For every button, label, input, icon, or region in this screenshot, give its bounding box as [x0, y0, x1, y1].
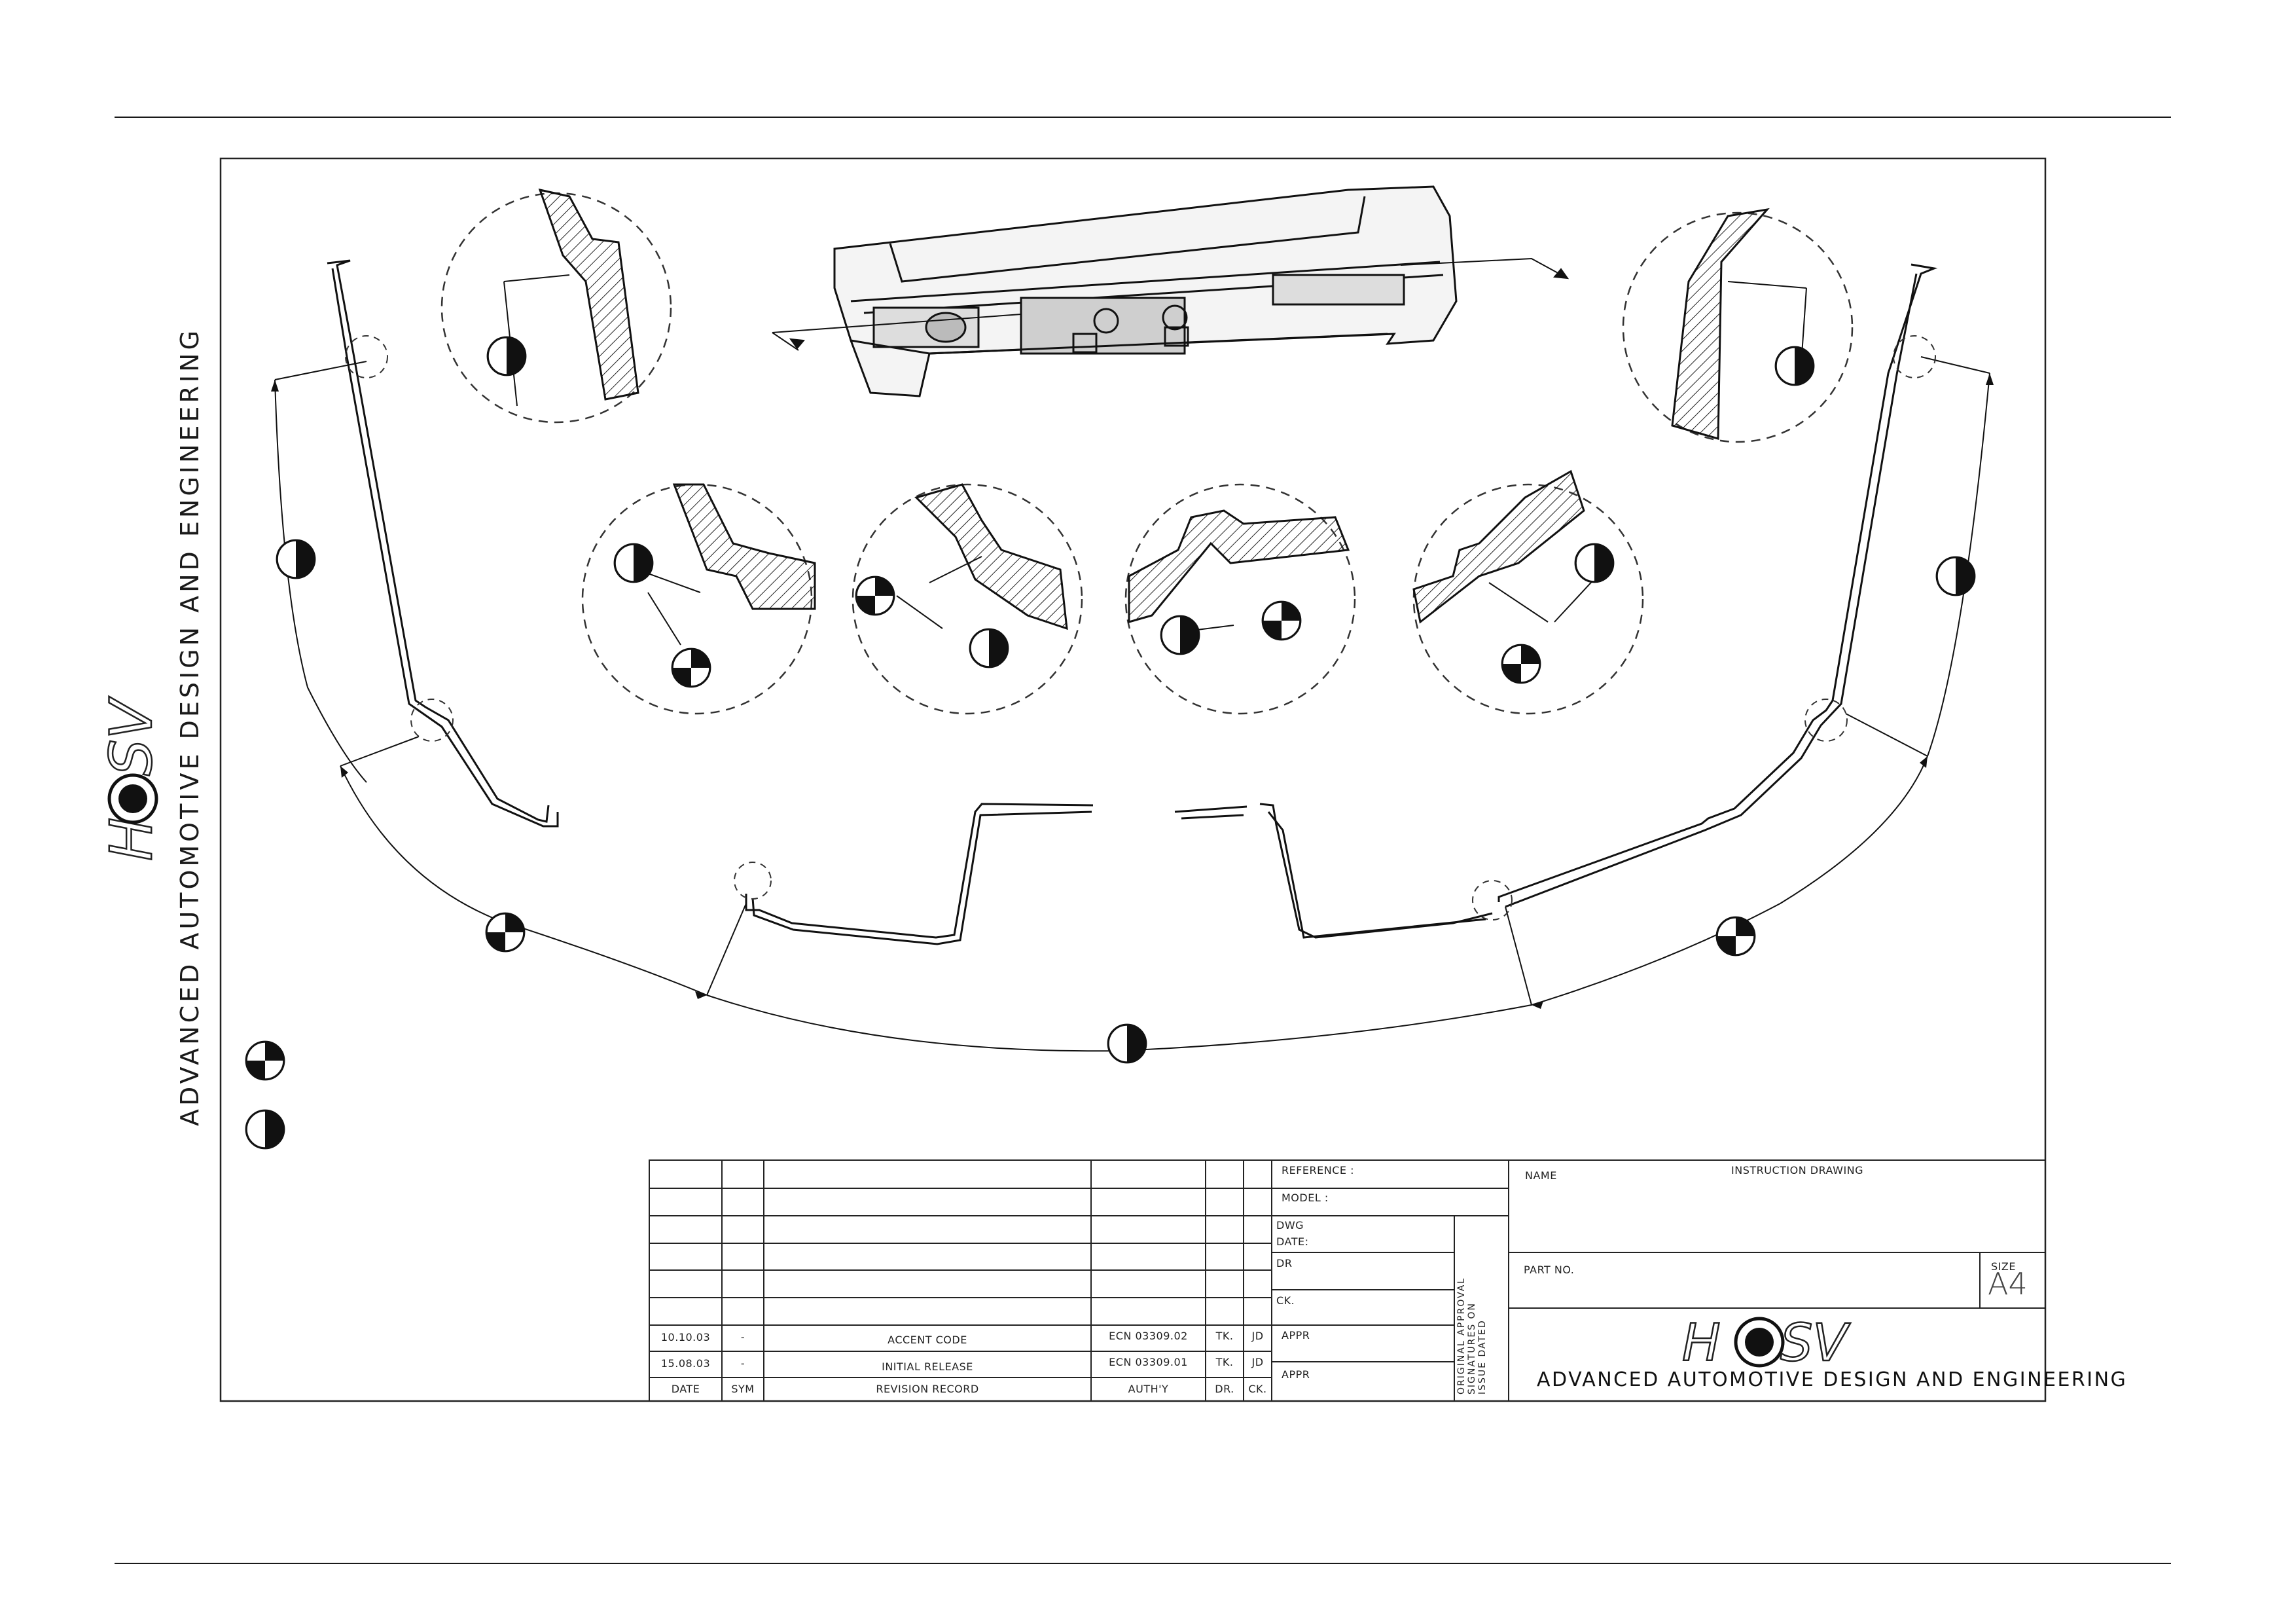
- revision-auth: ECN 03309.01: [1109, 1356, 1188, 1368]
- company-name-vertical: ADVANCED AUTOMOTIVE DESIGN AND ENGINEERI…: [175, 327, 204, 1126]
- dwg-label: DWG: [1276, 1219, 1304, 1231]
- svg-text:SV: SV: [1780, 1314, 1851, 1373]
- datum-half-symbol: [1935, 556, 1976, 596]
- approval-note-line: SIGNATURES ON: [1467, 1302, 1477, 1395]
- datum-half-symbol: [1574, 543, 1615, 583]
- detail-callout-circles: [345, 335, 1936, 921]
- dr-label: DR: [1276, 1257, 1293, 1269]
- datum-half-symbol: [276, 539, 316, 579]
- revision-date: 15.08.03: [660, 1357, 711, 1370]
- approval-note-line: ORIGINAL APPROVAL: [1456, 1277, 1467, 1395]
- company-name-title-block: ADVANCED AUTOMOTIVE DESIGN AND ENGINEERI…: [1537, 1368, 2128, 1391]
- revision-date: 10.10.03: [660, 1331, 711, 1343]
- revision-ck: JD: [1251, 1330, 1264, 1342]
- revision-dr: TK.: [1215, 1356, 1234, 1368]
- revision-sym: -: [740, 1357, 745, 1370]
- approval-note-line: ISSUE DATED: [1477, 1319, 1488, 1395]
- appr-label-2: APPR: [1282, 1368, 1310, 1381]
- datum-half-symbol: [613, 543, 654, 583]
- appr-label-1: APPR: [1282, 1329, 1310, 1341]
- header-ck: CK.: [1248, 1383, 1267, 1395]
- datum-half-symbol: [1107, 1023, 1147, 1064]
- ck-label: CK.: [1276, 1294, 1295, 1307]
- header-date: DATE: [671, 1383, 700, 1395]
- date-label: DATE:: [1276, 1235, 1309, 1248]
- reference-label: REFERENCE :: [1282, 1164, 1354, 1176]
- revision-record: INITIAL RELEASE: [882, 1360, 973, 1373]
- left-panel-profile: [327, 259, 559, 828]
- model-label: MODEL :: [1282, 1192, 1329, 1204]
- size-label: SIZE: [1991, 1260, 2016, 1273]
- datum-quad-symbol: [245, 1040, 285, 1081]
- top-rule: [115, 117, 2171, 118]
- datum-quad-symbol: [1715, 916, 1756, 957]
- hsv-logo-title-block: H SV: [1681, 1313, 1852, 1374]
- datum-half-symbol: [486, 336, 527, 376]
- svg-text:H: H: [98, 818, 165, 861]
- header-dr: DR.: [1215, 1383, 1234, 1395]
- datum-half-symbol: [245, 1109, 285, 1150]
- right-panel-profile: [1498, 263, 1938, 908]
- detail-leader-lines: [503, 274, 1807, 646]
- bumper-leader-arrows: [772, 257, 1570, 351]
- revision-auth: ECN 03309.02: [1109, 1330, 1188, 1342]
- revision-record: ACCENT CODE: [888, 1334, 967, 1346]
- bottom-panel-profile: [745, 803, 1493, 945]
- part-no-label: PART NO.: [1524, 1264, 1575, 1276]
- bottom-rule: [115, 1563, 2171, 1564]
- svg-text:H: H: [1682, 1314, 1721, 1373]
- header-auth: AUTH'Y: [1128, 1383, 1169, 1395]
- rear-bumper-illustration: [833, 185, 1458, 397]
- datum-half-symbol: [969, 628, 1009, 668]
- datum-quad-symbol: [671, 647, 711, 688]
- datum-quad-symbol: [855, 575, 895, 616]
- size-value: A4: [1988, 1266, 2028, 1302]
- datum-quad-symbol: [1261, 600, 1302, 641]
- name-value: INSTRUCTION DRAWING: [1731, 1164, 1864, 1176]
- detail-hatched-sections: [538, 188, 1770, 630]
- revision-ck: JD: [1251, 1356, 1264, 1368]
- svg-text:SV: SV: [98, 696, 165, 776]
- revision-sym: -: [740, 1331, 745, 1343]
- approval-note: ORIGINAL APPROVAL SIGNATURES ON ISSUE DA…: [1456, 1277, 1488, 1395]
- datum-half-symbol: [1160, 615, 1200, 655]
- dimension-arrowheads: [271, 373, 1994, 1009]
- datum-half-symbol: [1774, 346, 1815, 386]
- title-block-grid: [649, 1159, 2046, 1402]
- header-sym: SYM: [731, 1383, 755, 1395]
- datum-quad-symbol: [1501, 644, 1541, 684]
- name-label: NAME: [1525, 1169, 1557, 1182]
- revision-dr: TK.: [1215, 1330, 1234, 1342]
- header-revision-record: REVISION RECORD: [876, 1383, 979, 1395]
- datum-quad-symbol: [485, 912, 526, 953]
- hsv-logo-vertical: H SV: [97, 695, 166, 862]
